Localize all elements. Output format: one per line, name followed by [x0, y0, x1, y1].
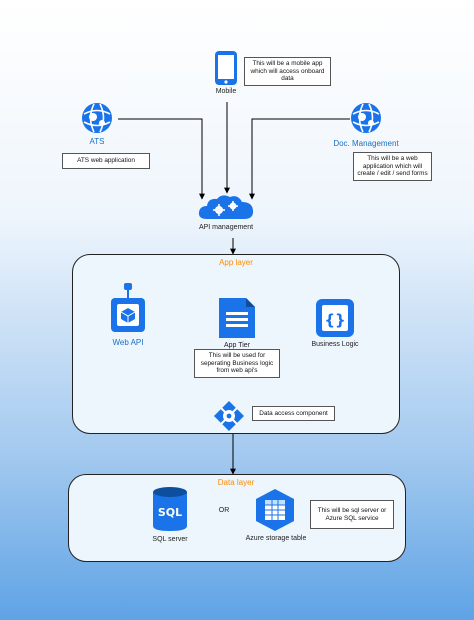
sql-database-icon: SQL [153, 487, 187, 531]
svg-text:{}: {} [324, 311, 345, 329]
azure-storage-note: This will be sql server or Azure SQL ser… [310, 500, 394, 529]
data-access-note: Data access component [252, 406, 335, 421]
app-tier-label: App Tier [223, 342, 251, 349]
or-text: OR [218, 507, 230, 514]
azure-storage-label: Azure storage table [245, 535, 307, 542]
api-management-label: API management [198, 224, 254, 231]
edge-doc-api [249, 118, 350, 200]
ats-label: ATS [89, 137, 105, 146]
business-logic-label: Business Logic [311, 341, 359, 348]
app-layer-title: App layer [219, 258, 253, 267]
web-api-icon [111, 283, 145, 332]
mobile-phone-icon [215, 51, 237, 85]
data-access-icon [214, 401, 244, 431]
globe-web-app-icon [82, 103, 112, 133]
mobile-note: This will be a mobile app which will acc… [244, 57, 331, 86]
ats-note: ATS web application [62, 153, 150, 169]
api-management-cloud-icon [198, 195, 254, 219]
data-layer-title: Data layer [217, 478, 255, 487]
mobile-label: Mobile [215, 88, 237, 95]
document-app-tier-icon [219, 298, 255, 338]
globe-doc-management-icon [351, 103, 381, 133]
azure-storage-table-icon [256, 489, 294, 531]
web-api-label: Web API [112, 338, 144, 347]
code-braces-business-logic-icon: {} [316, 299, 354, 337]
app-tier-note: This will be used for seperating Busines… [194, 349, 280, 378]
doc-management-label: Doc. Management [333, 139, 399, 148]
sql-icon-text: SQL [158, 506, 182, 519]
sql-server-label: SQL server [152, 536, 188, 543]
doc-management-note: This will be a web application which wil… [353, 152, 432, 181]
edge-ats-api [118, 118, 205, 200]
